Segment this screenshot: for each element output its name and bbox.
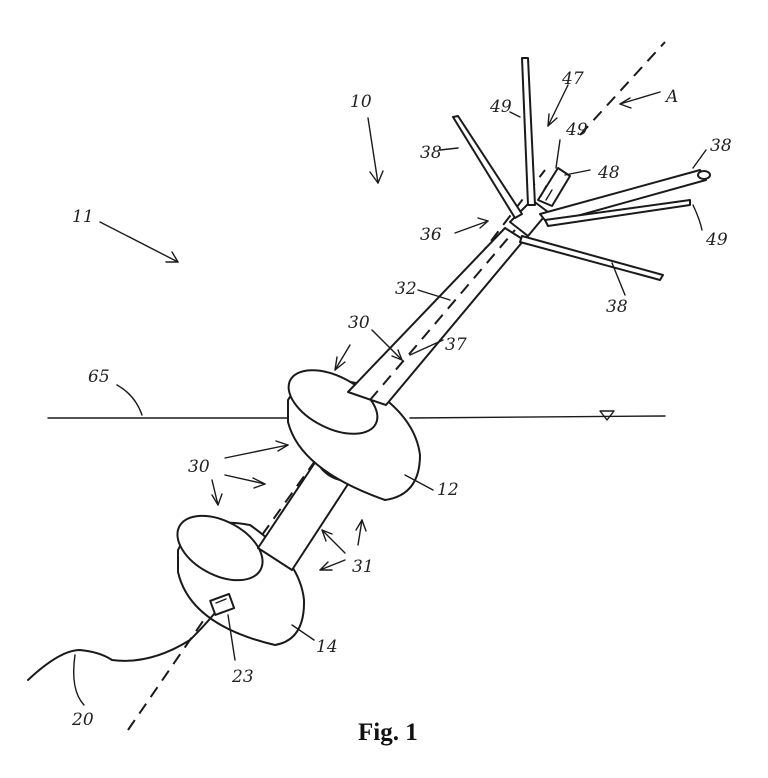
tower (348, 228, 524, 405)
label-11: 11 (72, 207, 94, 227)
label-38-lower: 38 (606, 297, 628, 317)
label-49-top: 49 (489, 97, 512, 117)
label-10: 10 (350, 92, 372, 112)
reference-labels: 10 11 12 14 20 23 30 30 31 32 36 37 38 3… (71, 69, 732, 730)
label-38-right: 38 (710, 136, 732, 156)
label-49-small: 49 (565, 120, 588, 140)
label-65: 65 (88, 367, 110, 387)
label-32: 32 (395, 279, 417, 299)
label-38-left: 38 (420, 143, 442, 163)
label-31: 31 (352, 557, 374, 577)
label-A: A (664, 87, 678, 107)
water-level-symbol (600, 411, 614, 420)
label-37: 37 (445, 335, 467, 355)
figure-caption: Fig. 1 (358, 719, 418, 746)
label-48: 48 (597, 163, 620, 183)
label-30-lower: 30 (188, 457, 210, 477)
label-49-right: 49 (705, 230, 728, 250)
label-36: 36 (420, 225, 442, 245)
label-14: 14 (316, 637, 338, 657)
label-20: 20 (71, 710, 94, 730)
label-47: 47 (561, 69, 584, 89)
label-23: 23 (231, 667, 254, 687)
label-12: 12 (437, 480, 459, 500)
label-30-upper: 30 (348, 313, 370, 333)
